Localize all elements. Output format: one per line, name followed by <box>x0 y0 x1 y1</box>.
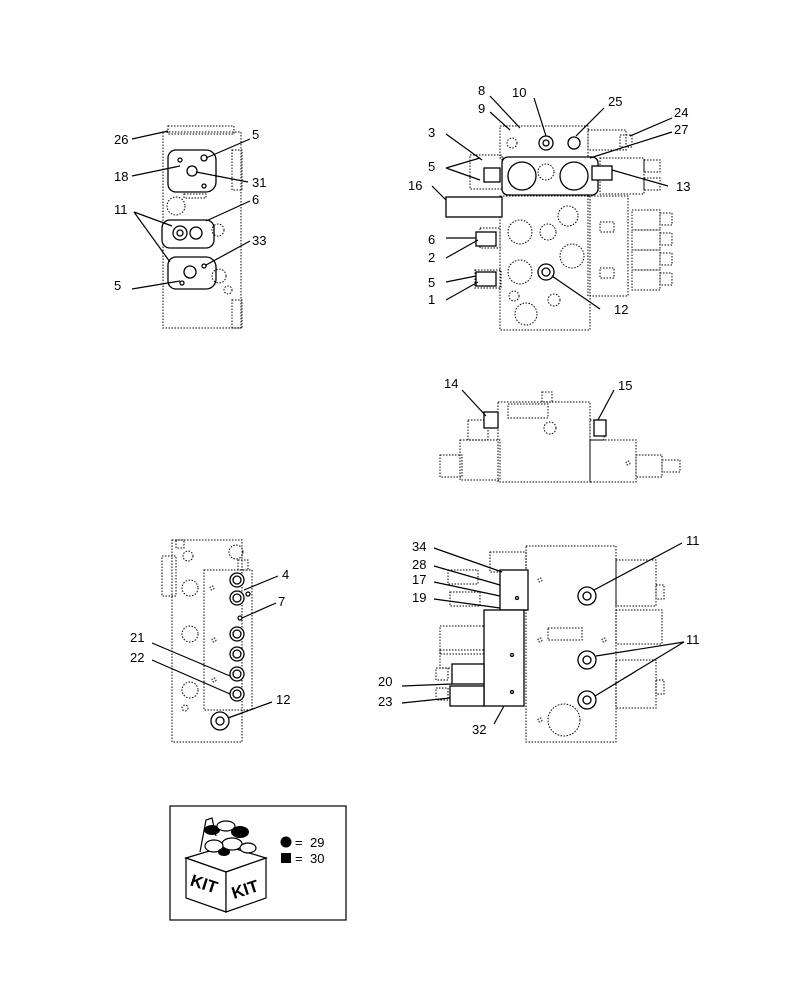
callout-label: 5 <box>428 275 435 290</box>
callout-label: 1 <box>428 292 435 307</box>
legend-number-square: 30 <box>310 851 324 866</box>
callout-label: 11 <box>686 632 700 647</box>
callout-label: 19 <box>412 590 426 605</box>
callout-label: 5 <box>114 278 121 293</box>
callout-label: 20 <box>378 674 392 689</box>
kit-legend-box: KIT KIT = 29 = 30 <box>169 805 347 921</box>
valve-view-side-lower <box>161 539 253 743</box>
callout-label: 12 <box>276 692 290 707</box>
callout-label: 6 <box>428 232 435 247</box>
valve-view-front-upper <box>445 125 673 331</box>
legend-equals: = <box>295 851 303 866</box>
callouts-view-4: 4 7 21 22 12 <box>130 567 290 719</box>
callout-label: 7 <box>278 594 285 609</box>
callout-label: 28 <box>412 557 426 572</box>
callouts-view-2: 8 9 10 25 24 27 3 5 13 16 6 2 5 1 12 <box>408 83 690 317</box>
callout-label: 25 <box>608 94 622 109</box>
callout-label: 32 <box>472 722 486 737</box>
callout-label: 22 <box>130 650 144 665</box>
callouts-view-1: 26 5 18 31 11 6 33 5 <box>114 127 266 293</box>
callout-label: 14 <box>444 376 458 391</box>
callout-label: 9 <box>478 101 485 116</box>
valve-view-front-lower <box>435 545 665 743</box>
circle-symbol-icon <box>280 836 292 848</box>
callout-label: 26 <box>114 132 128 147</box>
callout-label: 34 <box>412 539 426 554</box>
valve-view-side-upper <box>161 125 243 329</box>
callout-label: 16 <box>408 178 422 193</box>
legend-number-circle: 29 <box>310 835 324 850</box>
kit-box-icon <box>184 817 268 913</box>
callout-label: 15 <box>618 378 632 393</box>
callout-label: 23 <box>378 694 392 709</box>
callout-label: 11 <box>686 533 700 548</box>
callouts-view-3: 14 15 <box>444 376 632 421</box>
callout-label: 24 <box>674 105 688 120</box>
callout-label: 33 <box>252 233 266 248</box>
callouts-view-5: 11 34 28 17 19 11 20 23 32 <box>378 533 700 737</box>
square-symbol-icon <box>281 853 291 863</box>
callout-label: 11 <box>114 202 128 217</box>
callout-label: 4 <box>282 567 289 582</box>
callout-label: 12 <box>614 302 628 317</box>
callout-label: 17 <box>412 572 426 587</box>
callout-label: 10 <box>512 85 526 100</box>
callout-label: 3 <box>428 125 435 140</box>
callout-label: 18 <box>114 169 128 184</box>
callout-label: 21 <box>130 630 144 645</box>
callout-label: 2 <box>428 250 435 265</box>
valve-view-top <box>439 391 681 483</box>
callout-label: 13 <box>676 179 690 194</box>
callout-label: 6 <box>252 192 259 207</box>
callout-label: 27 <box>674 122 688 137</box>
callout-label: 31 <box>252 175 266 190</box>
callout-label: 5 <box>428 159 435 174</box>
callout-label: 8 <box>478 83 485 98</box>
callout-label: 5 <box>252 127 259 142</box>
legend-equals: = <box>295 835 303 850</box>
